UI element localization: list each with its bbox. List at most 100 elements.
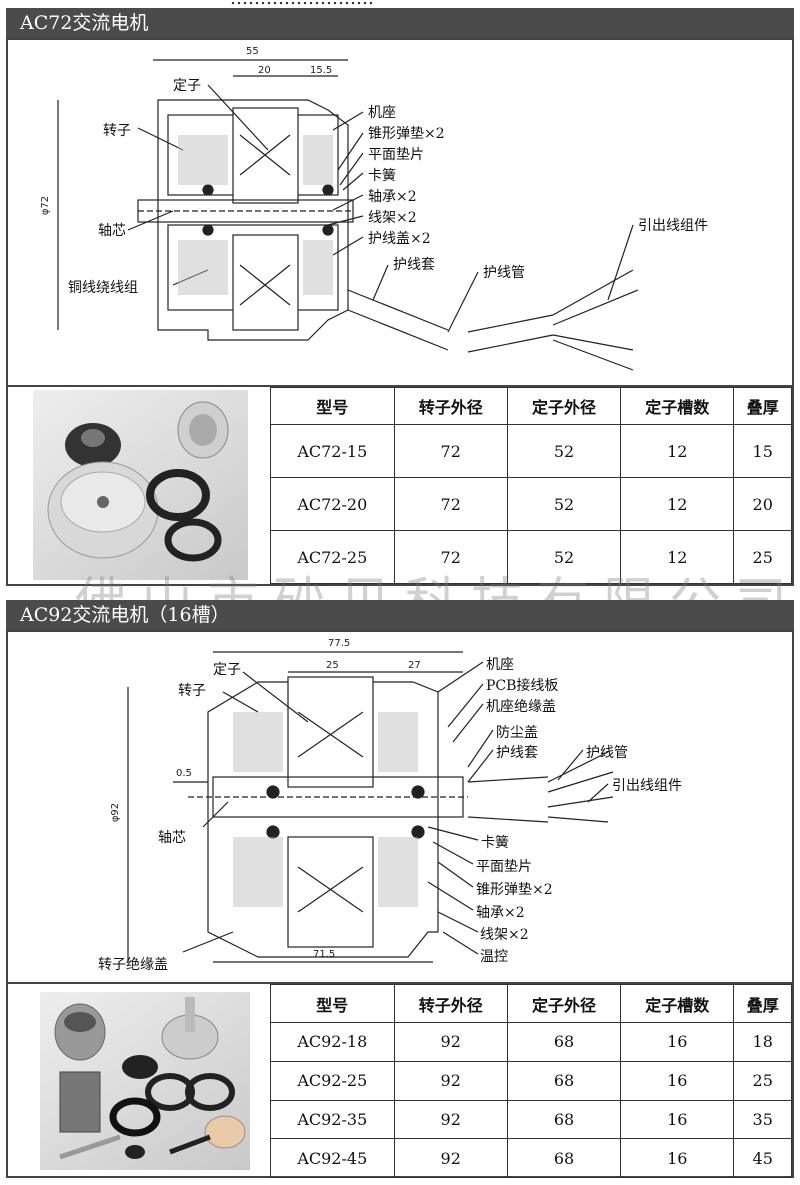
dim-77-5: 77.5 [328,638,351,649]
cell-rotor-od: 92 [393,1138,508,1178]
cell-rotor-od: 92 [393,1060,508,1101]
cell-model: AC72-25 [270,530,395,584]
cell-rotor-od: 92 [393,1022,508,1062]
cell-model: AC92-18 [270,1022,395,1062]
header-stack-thickness: 叠厚 [733,984,792,1023]
ac72-cross-section-drawing [57,59,639,371]
table-row: AC72-25 72 52 12 25 [270,530,792,584]
label-stator: 定子 [213,662,241,678]
label-wire-sleeve: 护线套 [393,257,435,273]
cell-stator-od: 68 [506,1099,622,1140]
ac72-divider [8,385,792,387]
cell-stator-od: 68 [506,1138,622,1178]
label-wire-tube: 护线管 [586,745,628,761]
table-header-row: 型号 转子外径 定子外径 定子槽数 叠厚 [270,387,792,425]
top-cutoff-text: …………………… [230,0,374,9]
header-model: 型号 [270,387,395,425]
dim-15-5: 15.5 [310,65,333,76]
cell-rotor-od: 72 [393,477,508,531]
label-dust-cover: 防尘盖 [496,725,538,741]
label-bobbin: 线架×2 [368,210,417,226]
label-bobbin: 线架×2 [480,927,529,943]
cell-rotor-od: 72 [393,530,508,584]
label-spring-washer: 锥形弹垫×2 [476,882,553,898]
dim-27: 27 [408,660,421,671]
table-row: AC92-45 92 68 16 45 [270,1138,792,1178]
dim-0-5: 0.5 [176,768,192,779]
label-rotor: 转子 [178,683,206,699]
label-spring-washer: 锥形弹垫×2 [368,126,445,142]
cell-stator-od: 68 [506,1060,622,1101]
label-lead-assembly: 引出线组件 [612,778,682,794]
header-stack-thickness: 叠厚 [733,387,792,425]
cell-stack-thickness: 15 [733,424,792,478]
label-clip: 卡簧 [368,168,396,184]
ac92-spec-table: 型号 转子外径 定子外径 定子槽数 叠厚 AC92-18 92 68 16 18… [270,984,792,1178]
cell-stack-thickness: 20 [733,477,792,531]
label-stator: 定子 [173,78,201,94]
label-flat-washer: 平面垫片 [368,147,424,163]
ac72-parts-illustration [47,401,229,562]
section-title-ac92: AC92交流电机（16槽） [6,600,794,630]
cell-slot-count: 16 [620,1099,735,1140]
ac72-spec-table: 型号 转子外径 定子外径 定子槽数 叠厚 AC72-15 72 52 12 15… [270,387,792,584]
cell-model: AC92-35 [270,1099,395,1140]
cell-slot-count: 16 [620,1022,735,1062]
ac92-panel: 77.5 25 27 0.5 φ92 71.5 定子 转子 轴芯 转子绝缘盖 机… [6,630,794,1178]
ac92-parts-illustration [54,997,246,1160]
label-bearing: 轴承×2 [368,189,417,205]
label-shaft: 轴芯 [158,830,186,846]
label-clip: 卡簧 [481,835,509,851]
table-row: AC72-15 72 52 12 15 [270,424,792,478]
cell-rotor-od: 72 [393,424,508,478]
ac72-panel: 55 20 15.5 φ72 定子 转子 轴芯 铜线绕线组 机座 锥形弹垫×2 … [6,38,794,586]
cell-stator-od: 52 [506,530,622,584]
cell-slot-count: 16 [620,1138,735,1178]
header-slot-count: 定子槽数 [620,387,735,425]
cell-stack-thickness: 35 [733,1099,792,1140]
label-winding: 铜线绕线组 [68,280,138,296]
table-header-row: 型号 转子外径 定子外径 定子槽数 叠厚 [270,984,792,1023]
ac92-divider [8,982,792,984]
label-bearing: 轴承×2 [476,905,525,921]
table-row: AC92-18 92 68 16 18 [270,1022,792,1062]
label-shaft: 轴芯 [98,223,126,239]
label-flat-washer: 平面垫片 [476,859,532,875]
header-rotor-od: 转子外径 [393,984,508,1023]
cell-stack-thickness: 45 [733,1138,792,1178]
header-stator-od: 定子外径 [506,387,622,425]
label-wire-sleeve: 护线套 [496,745,538,761]
header-model: 型号 [270,984,395,1023]
label-lead-assembly: 引出线组件 [638,218,708,234]
header-stator-od: 定子外径 [506,984,622,1023]
ac72-parts-photo [33,390,248,580]
label-frame: 机座 [368,105,396,121]
cell-slot-count: 12 [620,530,735,584]
dim-55: 55 [246,46,259,57]
label-frame: 机座 [486,657,514,673]
dim-25: 25 [326,660,339,671]
ac92-cross-section-drawing [127,651,614,963]
label-wire-tube: 护线管 [483,265,525,281]
cell-stator-od: 52 [506,477,622,531]
table-row: AC72-20 72 52 12 20 [270,477,792,531]
label-rotor-insulation-cover: 转子绝缘盖 [98,957,168,973]
table-row: AC92-25 92 68 16 25 [270,1060,792,1101]
cell-slot-count: 12 [620,477,735,531]
label-rotor: 转子 [103,123,131,139]
dim-20: 20 [258,65,271,76]
cell-rotor-od: 92 [393,1099,508,1140]
label-wire-cover: 护线盖×2 [368,231,431,247]
cell-stack-thickness: 18 [733,1022,792,1062]
label-frame-insulation-cover: 机座绝缘盖 [486,699,556,715]
label-pcb-board: PCB接线板 [486,678,559,694]
cell-stack-thickness: 25 [733,530,792,584]
dim-diameter-72: φ72 [40,195,52,216]
label-thermostat: 温控 [480,949,508,965]
section-title-ac72: AC72交流电机 [6,8,794,38]
cell-model: AC92-45 [270,1138,395,1178]
cell-stator-od: 68 [506,1022,622,1062]
dim-71-5: 71.5 [313,949,336,960]
cell-model: AC92-25 [270,1060,395,1101]
cell-stator-od: 52 [506,424,622,478]
